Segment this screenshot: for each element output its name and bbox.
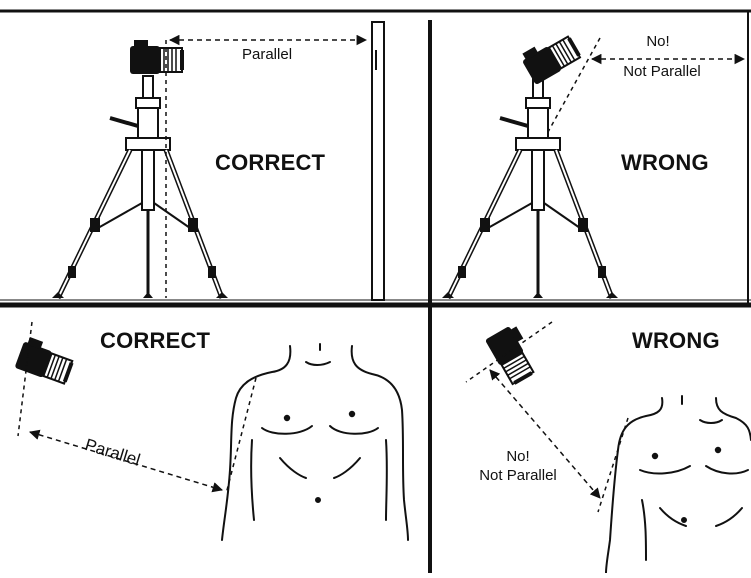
tilted-camera-icon [485, 323, 541, 387]
camera-icon-angled [15, 336, 77, 386]
torso-outline [606, 396, 751, 573]
tripod-wrong [442, 76, 618, 298]
correct-heading: CORRECT [215, 150, 325, 176]
not-parallel-label: Not Parallel [466, 467, 570, 484]
no-label: No! [478, 448, 558, 465]
parallel-label: Parallel [242, 46, 292, 63]
bottom-left-panel [15, 322, 408, 540]
not-parallel-label: Not Parallel [610, 63, 714, 80]
torso-outline [222, 344, 408, 540]
no-label: No! [618, 33, 698, 50]
lens-plane-guide [18, 322, 32, 436]
camera-icon [130, 40, 184, 74]
tilted-camera-icon [519, 29, 583, 85]
correct-heading: CORRECT [100, 328, 210, 354]
tripod-correct [52, 76, 228, 298]
wrong-heading: WRONG [632, 328, 720, 354]
wrong-heading: WRONG [621, 150, 709, 176]
wall [372, 22, 384, 300]
